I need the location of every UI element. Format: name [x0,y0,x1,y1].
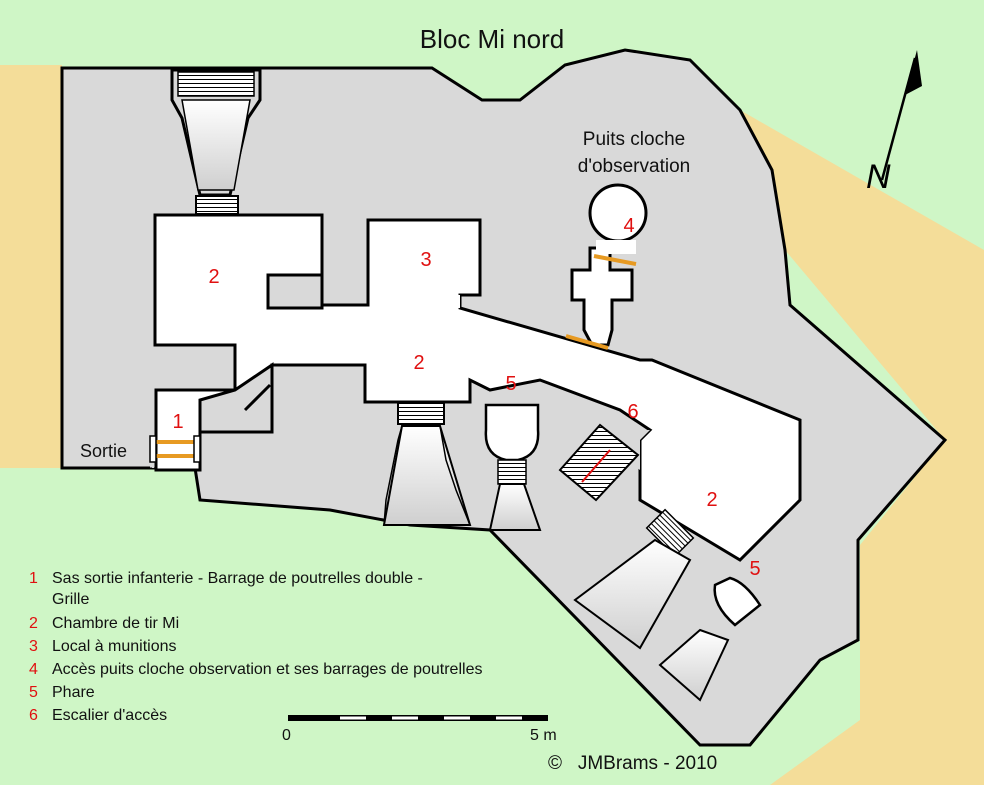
room-number-6: 6 [627,401,638,423]
embrasure-southeast-1 [573,508,695,650]
phare-right [658,576,762,702]
shaft-corridor [570,246,634,347]
room3-notch [428,295,460,308]
diagram-title: Bloc Mi nord [420,24,565,54]
room-numbers: 1 2 3 2 4 5 6 2 5 [172,215,760,580]
embrasure-central [382,401,472,526]
phare-left [484,403,542,531]
puits-label-line1: Puits cloche [583,129,685,150]
legend-num-2: 2 [29,615,38,632]
sortie-label: Sortie [80,441,127,461]
door-leaf [243,383,272,412]
legend-num-4: 4 [29,661,38,678]
stair-6 [558,423,640,502]
room-number-5-right: 5 [749,558,760,580]
scale-end: 5 m [530,727,557,744]
room-number-2-central: 2 [413,352,424,374]
legend-text-2: Chambre de tir Mi [52,615,179,632]
room-number-3: 3 [420,249,431,271]
sortie-jambs [149,435,201,463]
legend-num-6: 6 [29,707,38,724]
legend-text-5: Phare [52,684,95,701]
legend-text-1b: Grille [52,591,89,608]
earth-east [740,110,984,785]
puits-label-line2: d'observation [578,156,690,177]
beam-barriers [153,254,637,458]
room3-wall [266,273,324,310]
legend: 1 Sas sortie infanterie - Barrage de pou… [29,570,482,724]
legend-num-1: 1 [29,570,38,587]
scale-start: 0 [282,727,291,744]
legend-text-4: Accès puits cloche observation et ses ba… [52,661,482,678]
room-number-4: 4 [623,215,634,237]
legend-text-6: Escalier d'accès [52,707,167,724]
room-number-2-east: 2 [706,489,717,511]
lower-pier [198,362,274,434]
scale-bar: 0 5 m [282,715,557,744]
stair-direction [581,449,611,483]
room-number-5-left: 5 [505,373,516,395]
legend-num-5: 5 [29,684,38,701]
observation-well [588,183,648,243]
earth-west [0,65,62,468]
north-label: N [866,158,891,196]
legend-text-3: Local à munitions [52,638,177,655]
legend-text-1a: Sas sortie infanterie - Barrage de poutr… [52,570,423,587]
north-arrow-icon: N [866,50,922,196]
embrasure-north [170,68,262,215]
legend-num-3: 3 [29,638,38,655]
copyright: © JMBrams - 2010 [548,753,717,774]
room-number-1: 1 [172,411,183,433]
room-number-2-west: 2 [208,266,219,288]
